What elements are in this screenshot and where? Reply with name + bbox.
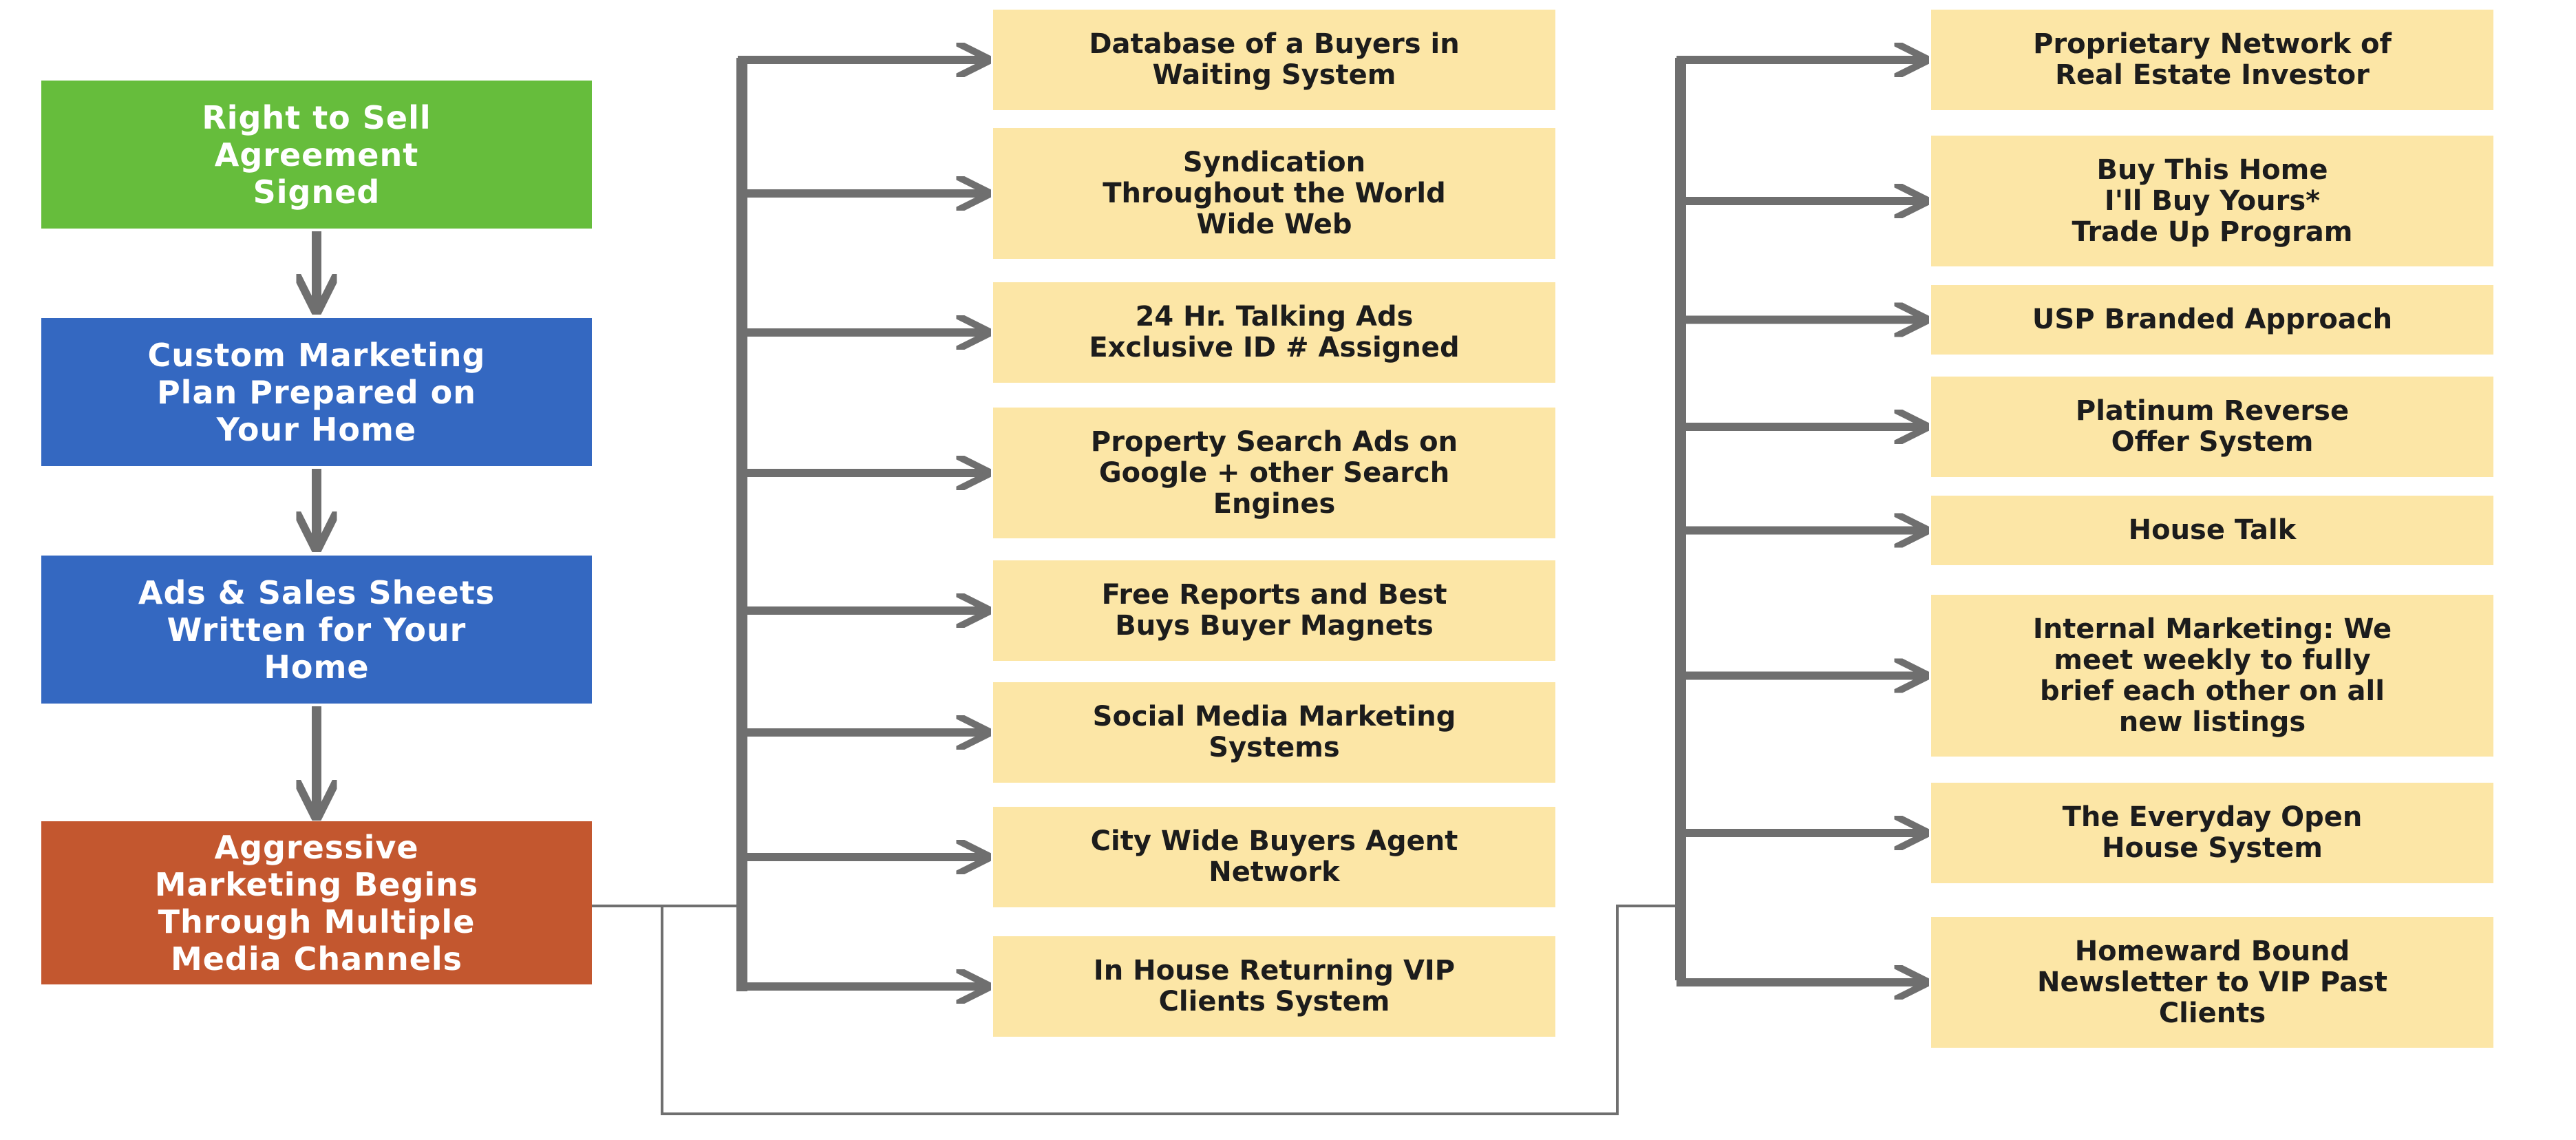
item-talking-ads: 24 Hr. Talking Ads Exclusive ID # Assign…	[993, 282, 1555, 383]
item-usp-branded: USP Branded Approach	[1931, 285, 2493, 355]
item-internal-marketing: Internal Marketing: We meet weekly to fu…	[1931, 595, 2493, 757]
item-homeward-bound: Homeward Bound Newsletter to VIP Past Cl…	[1931, 917, 2493, 1048]
item-everyday-open-house: The Everyday Open House System	[1931, 783, 2493, 883]
item-property-search-ads: Property Search Ads on Google + other Se…	[993, 408, 1555, 538]
item-buyers-in-waiting: Database of a Buyers in Waiting System	[993, 10, 1555, 110]
item-free-reports: Free Reports and Best Buys Buyer Magnets	[993, 560, 1555, 661]
stage-custom-marketing-plan: Custom Marketing Plan Prepared on Your H…	[41, 318, 592, 466]
item-social-media: Social Media Marketing Systems	[993, 682, 1555, 783]
branch-connector-2	[661, 905, 1679, 1115]
item-buyers-agent-network: City Wide Buyers Agent Network	[993, 807, 1555, 907]
item-vip-clients-system: In House Returning VIP Clients System	[993, 936, 1555, 1037]
stage-aggressive-marketing: Aggressive Marketing Begins Through Mult…	[41, 821, 592, 984]
item-syndication: Syndication Throughout the World Wide We…	[993, 128, 1555, 259]
stage-ads-sales-sheets: Ads & Sales Sheets Written for Your Home	[41, 556, 592, 704]
item-house-talk: House Talk	[1931, 496, 2493, 565]
item-trade-up-program: Buy This Home I'll Buy Yours* Trade Up P…	[1931, 136, 2493, 266]
item-platinum-reverse: Platinum Reverse Offer System	[1931, 377, 2493, 477]
stage-right-to-sell: Right to Sell Agreement Signed	[41, 81, 592, 229]
item-investor-network: Proprietary Network of Real Estate Inves…	[1931, 10, 2493, 110]
